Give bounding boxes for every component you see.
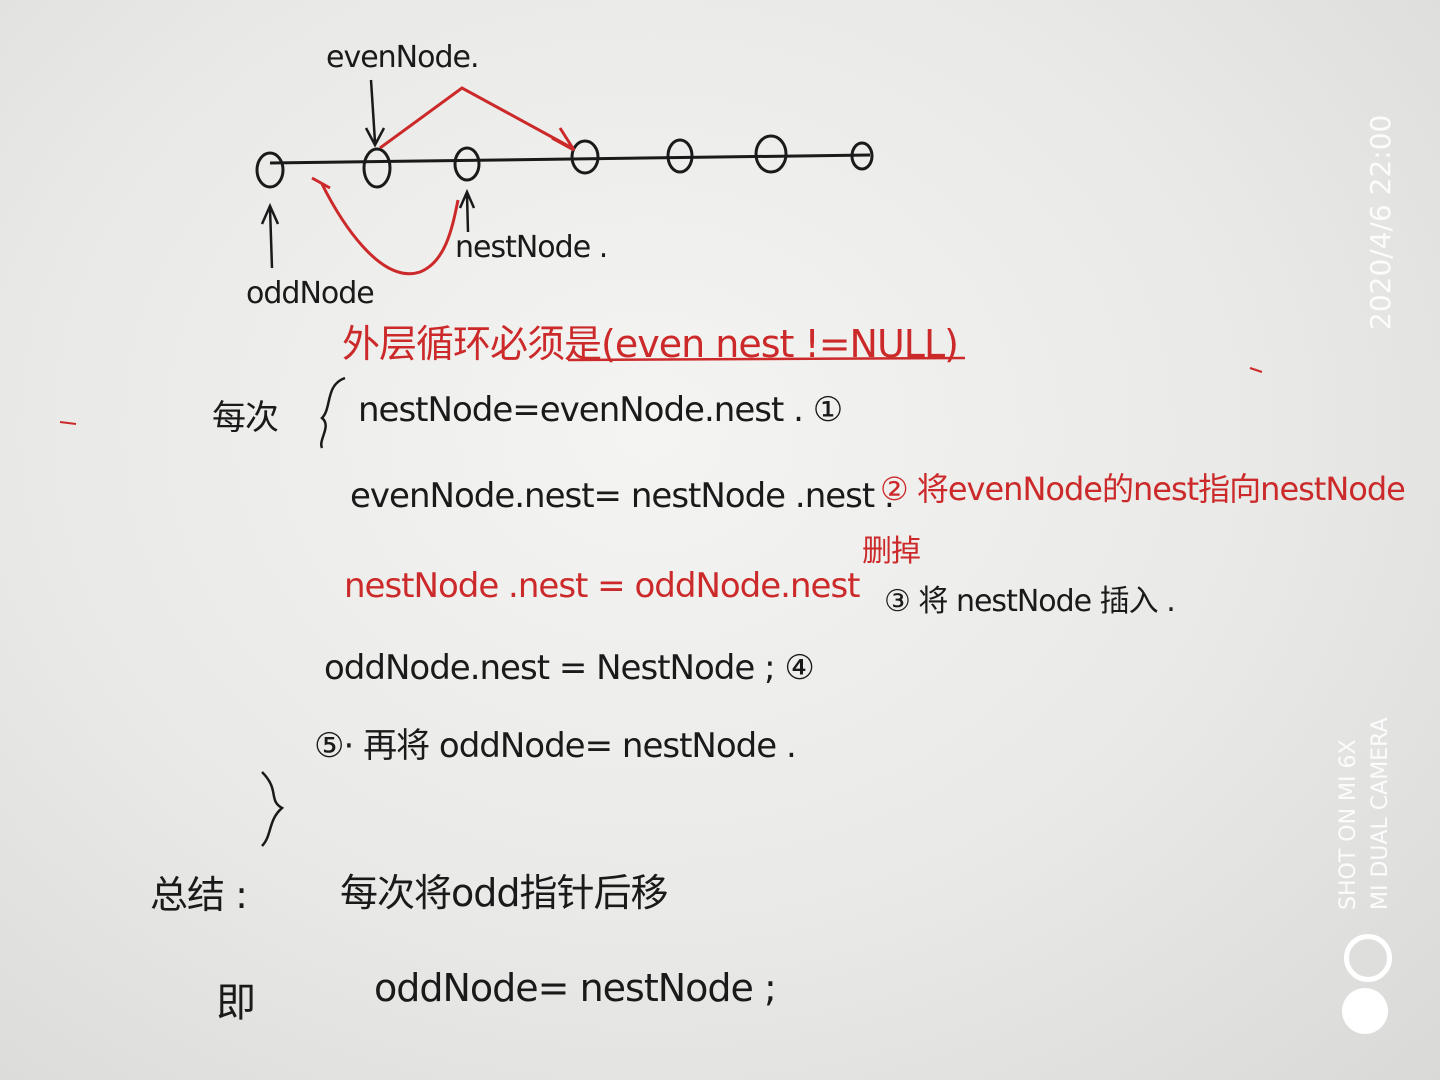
next-node-label: nestNode .: [455, 230, 608, 265]
list-node: [255, 151, 285, 189]
loop-label: 每次: [212, 398, 279, 438]
list-node: [453, 146, 481, 182]
relink-arrow-top: [379, 86, 576, 152]
summary-code: oddNode= nestNode ;: [374, 966, 777, 1010]
code-line-5: ⑤· 再将 oddNode= nestNode .: [314, 726, 797, 766]
loop-condition: 外层循环必须是(even nest !=NULL): [342, 322, 959, 366]
even-node-label: evenNode.: [326, 40, 480, 75]
summary-label: 总结 :: [150, 873, 248, 917]
open-brace: [320, 376, 346, 449]
list-line: [269, 153, 871, 165]
red-dash: [1249, 367, 1263, 373]
list-node: [570, 139, 600, 175]
code-line-2-note: ② 将evenNode的nest指向nestNode: [880, 470, 1406, 508]
code-line-2-note-cont: 删掉: [862, 534, 921, 569]
condition-underline: [567, 356, 966, 362]
list-node: [850, 141, 874, 171]
close-brace: [261, 771, 285, 847]
camera-model: SHOT ON MI 6X: [1336, 739, 1361, 910]
list-node: [754, 134, 788, 174]
next-pointer-arrow: [458, 188, 476, 233]
code-line-4: oddNode.nest = NestNode ; ④: [324, 648, 815, 688]
relink-arrow-bottom: [311, 176, 460, 276]
red-dash: [59, 421, 77, 425]
summary-text: 每次将odd指针后移: [340, 871, 668, 915]
list-node: [666, 138, 694, 174]
camera-datetime: 2020/4/6 22:00: [1364, 114, 1397, 330]
odd-pointer-arrow: [260, 202, 280, 269]
even-pointer-arrow: [364, 79, 386, 148]
code-line-3: nestNode .nest = oddNode.nest: [344, 566, 860, 606]
code-line-2: evenNode.nest= nestNode .nest .: [350, 476, 895, 516]
code-line-3-note: ③ 将 nestNode 插入 .: [884, 584, 1176, 619]
watermark-ring-icon: [1344, 934, 1392, 982]
code-line-1: nestNode=evenNode.nest . ①: [358, 390, 843, 430]
list-node: [362, 147, 392, 189]
camera-type: MI DUAL CAMERA: [1368, 717, 1393, 910]
odd-node-label: oddNode: [246, 276, 375, 311]
watermark-dot-icon: [1342, 988, 1388, 1034]
summary-code-prefix: 即: [216, 980, 256, 1026]
